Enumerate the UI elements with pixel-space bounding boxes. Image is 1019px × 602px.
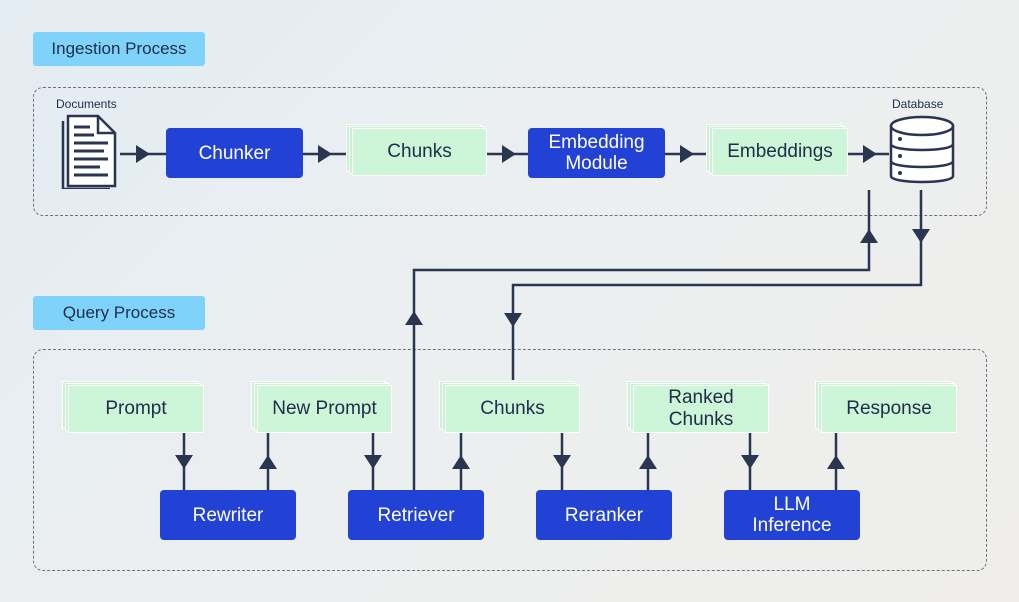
new-prompt-label: New Prompt	[257, 385, 392, 433]
database-icon	[889, 115, 955, 184]
rewriter-box: Rewriter	[160, 490, 296, 540]
llm-inference-box: LLM Inference	[724, 490, 860, 540]
database-label: Database	[892, 97, 944, 111]
documents-label: Documents	[56, 97, 117, 111]
arrow-up-icon	[452, 455, 470, 469]
arrow-up-icon	[827, 455, 845, 469]
embeddings-stack: Embeddings	[706, 124, 848, 176]
ingestion-process-title: Ingestion Process	[33, 32, 205, 66]
embedding-module-box: Embedding Module	[528, 128, 665, 178]
document-icon	[61, 114, 117, 189]
embeddings-label: Embeddings	[712, 128, 848, 176]
arrow-down-icon	[175, 455, 193, 469]
query-container	[33, 349, 987, 571]
arrow-down-icon	[504, 313, 522, 327]
arrow-right-icon	[863, 145, 877, 163]
arrow-right-icon	[502, 145, 516, 163]
arrow-down-icon	[364, 455, 382, 469]
chunks-stack: Chunks	[346, 124, 487, 176]
ingestion-container	[33, 87, 987, 216]
arrow-up-icon	[860, 229, 878, 243]
reranker-box: Reranker	[536, 490, 672, 540]
chunker-box: Chunker	[166, 128, 303, 178]
arrow-right-icon	[136, 145, 150, 163]
query-chunks-label: Chunks	[445, 385, 580, 433]
new-prompt-stack: New Prompt	[251, 381, 392, 433]
query-process-title: Query Process	[33, 296, 205, 330]
arrow-down-icon	[741, 455, 759, 469]
arrow-down-icon	[553, 455, 571, 469]
arrow-up-icon	[259, 455, 277, 469]
ranked-chunks-stack: Ranked Chunks	[627, 381, 769, 433]
arrow-right-icon	[318, 145, 332, 163]
retriever-box: Retriever	[348, 490, 484, 540]
ranked-chunks-label: Ranked Chunks	[633, 385, 769, 433]
chunks-label: Chunks	[352, 128, 487, 176]
query-chunks-stack: Chunks	[439, 381, 580, 433]
response-stack: Response	[815, 381, 957, 433]
arrow-up-icon	[405, 311, 423, 325]
arrow-down-icon	[912, 229, 930, 243]
response-label: Response	[821, 385, 957, 433]
arrow-right-icon	[680, 145, 694, 163]
prompt-stack: Prompt	[62, 381, 204, 433]
prompt-label: Prompt	[68, 385, 204, 433]
arrow-up-icon	[639, 455, 657, 469]
